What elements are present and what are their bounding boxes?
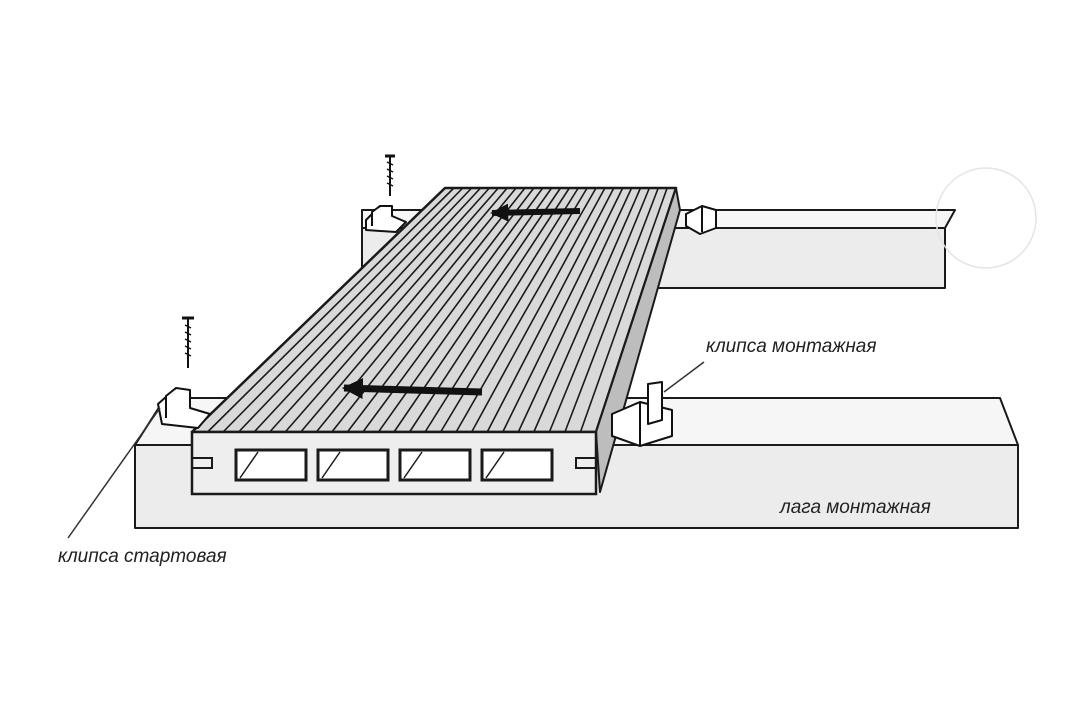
board-chamber bbox=[316, 448, 390, 482]
board-groove bbox=[206, 187, 455, 433]
direction-arrow-icon bbox=[490, 203, 581, 222]
board-groove bbox=[502, 187, 624, 433]
board-groove bbox=[486, 187, 615, 433]
mounting-clip-icon bbox=[611, 381, 673, 447]
direction-arrow-icon bbox=[341, 378, 483, 400]
board-chamber bbox=[398, 448, 472, 482]
board-groove bbox=[470, 187, 606, 433]
board-chamber bbox=[234, 448, 308, 482]
board-groove bbox=[517, 187, 633, 433]
board-groove bbox=[579, 187, 668, 433]
board-chamber-shade bbox=[321, 451, 341, 479]
screw-icon bbox=[182, 316, 194, 368]
mounting-clip-icon bbox=[685, 205, 717, 235]
board-groove bbox=[564, 187, 659, 433]
screw-icon bbox=[385, 154, 395, 196]
leader-line-mounting-clip bbox=[663, 361, 705, 393]
label-mounting-clip: клипса монтажная bbox=[706, 336, 877, 357]
board-groove bbox=[253, 187, 482, 433]
decking-board bbox=[190, 186, 681, 496]
board-groove bbox=[548, 187, 651, 433]
board-groove bbox=[533, 187, 642, 433]
board-groove bbox=[222, 187, 464, 433]
leader-line-starter-clip bbox=[67, 407, 161, 539]
board-groove bbox=[269, 187, 491, 433]
board-chamber-shade bbox=[239, 451, 259, 479]
board-hollow-chambers bbox=[234, 448, 554, 482]
decorative-circle bbox=[935, 167, 1037, 269]
board-chamber-shade bbox=[403, 451, 423, 479]
board-groove bbox=[284, 187, 499, 433]
board-groove bbox=[238, 187, 473, 433]
board-groove bbox=[300, 187, 508, 433]
starter-clip-icon bbox=[365, 205, 407, 233]
board-chamber-shade bbox=[485, 451, 505, 479]
board-chamber bbox=[480, 448, 554, 482]
label-starter-clip: клипса стартовая bbox=[58, 546, 227, 567]
label-mounting-joist: лага монтажная bbox=[779, 497, 931, 518]
starter-clip-icon bbox=[157, 387, 211, 429]
